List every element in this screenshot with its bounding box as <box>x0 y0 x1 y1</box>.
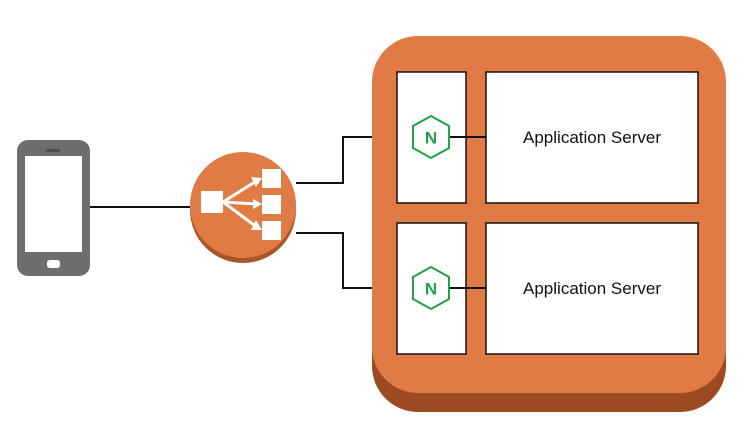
app-server-label-2: Application Server <box>523 278 661 298</box>
nginx-icon: N <box>412 265 450 311</box>
svg-text:N: N <box>425 280 437 299</box>
smartphone-icon <box>17 140 90 276</box>
svg-text:N: N <box>425 129 437 148</box>
load-balancer-icon <box>190 152 296 263</box>
node-1: N <box>396 71 699 204</box>
app-server-label-1: Application Server <box>523 127 661 147</box>
nginx-icon: N <box>412 114 450 160</box>
node-2: N <box>396 222 699 355</box>
app-server-box <box>485 71 699 204</box>
